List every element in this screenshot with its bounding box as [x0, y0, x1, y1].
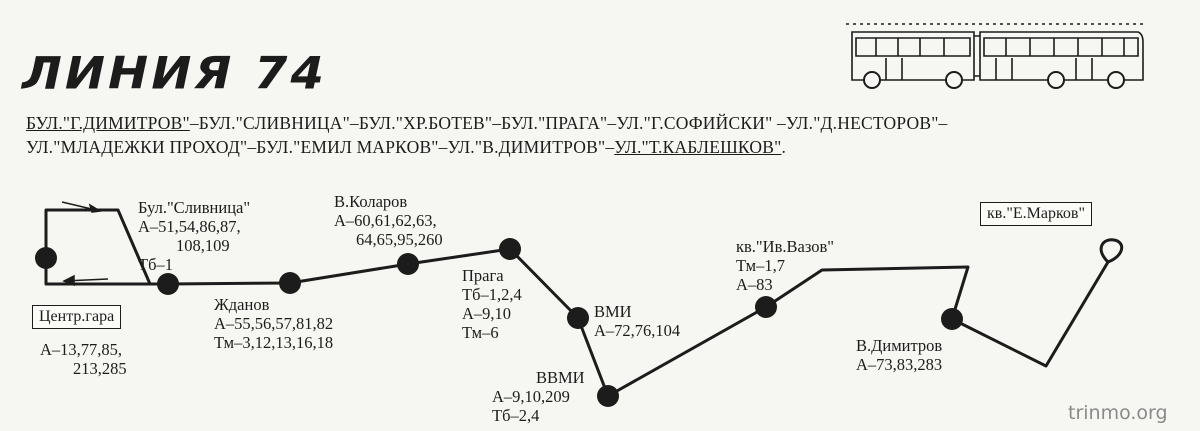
stop-label-vvmi: ВВМИ А–9,10,209 Тб–2,4 [492, 368, 585, 425]
transfer-line: Тм–3,12,13,16,18 [214, 333, 334, 352]
stop-marker-slivnitsa [157, 273, 179, 295]
route-street: . [781, 137, 787, 157]
terminal-end-box: кв."Е.Марков" [980, 202, 1093, 226]
stop-label-kolarov: В.Коларов А–60,61,62,63, 64,65,95,260 [334, 192, 443, 249]
transfer-line: А–51,54,86,87, [138, 217, 241, 236]
transfer-line: А–83 [736, 275, 773, 294]
transfer-line: Тм–1,7 [736, 256, 785, 275]
transfer-line: А–9,10 [462, 304, 512, 323]
route-line [166, 247, 1110, 398]
route-description-line-2: УЛ."МЛАДЕЖКИ ПРОХОД"–БУЛ."ЕМИЛ МАРКОВ"–У… [26, 137, 786, 158]
transfer-line: А–55,56,57,81,82 [214, 314, 334, 333]
transfer-line: Тб–1,2,4 [462, 285, 522, 304]
stop-marker-ivvazov [755, 296, 777, 318]
route-street: УЛ."Т.КАБЛЕШКОВ" [614, 137, 782, 157]
transfer-line: А–9,10,209 [492, 387, 570, 406]
terminal-start-transfers: А–13,77,85, 213,285 [40, 340, 127, 378]
stop-label-vdimitrov: В.Димитров А–73,83,283 [856, 336, 942, 374]
watermark: trinmo.org [1068, 402, 1168, 424]
transfer-line: А–13,77,85, [40, 340, 123, 359]
stop-name: В.Димитров [856, 336, 943, 355]
stop-label-zhdanov: Жданов А–55,56,57,81,82 Тм–3,12,13,16,18 [214, 295, 333, 352]
stop-marker-praga [499, 238, 521, 260]
stop-name: Прага [462, 266, 504, 285]
stop-label-praga: Прага Тб–1,2,4 А–9,10 Тм–6 [462, 266, 522, 342]
route-loop-end [1099, 238, 1124, 264]
transfer-line: А–73,83,283 [856, 355, 943, 374]
route-loop-start [44, 208, 152, 286]
stop-marker-zhdanov [279, 272, 301, 294]
transfer-line: 64,65,95,260 [356, 230, 443, 249]
stop-name: кв."Ив.Вазов" [736, 237, 835, 256]
stop-marker-centr-gara [35, 247, 57, 269]
stop-marker-vvmi [597, 385, 619, 407]
stop-name: В.Коларов [334, 192, 408, 211]
transfer-line: 108,109 [176, 236, 230, 255]
stop-marker-vmi [567, 307, 589, 329]
transfer-line: А–60,61,62,63, [334, 211, 437, 230]
stop-marker-vdimitrov [941, 308, 963, 330]
articulated-bus-icon [846, 23, 1146, 89]
route-description-line-1: БУЛ."Г.ДИМИТРОВ"–БУЛ."СЛИВНИЦА"–БУЛ."ХР.… [26, 113, 948, 134]
stop-label-ivvazov: кв."Ив.Вазов" Тм–1,7 А–83 [736, 237, 834, 294]
stop-marker-kolarov [397, 253, 419, 275]
route-street: –БУЛ."СЛИВНИЦА"–БУЛ."ХР.БОТЕВ"–БУЛ."ПРАГ… [189, 113, 948, 133]
stop-name: ВМИ [594, 302, 632, 321]
route-street: БУЛ."Г.ДИМИТРОВ" [26, 113, 190, 133]
transfer-line: А–72,76,104 [594, 321, 681, 340]
transfer-line: Тм–6 [462, 323, 499, 342]
terminal-start-box: Центр.гара [32, 305, 122, 329]
line-title: ЛИНИЯ 74 [22, 48, 327, 100]
transfer-line: 213,285 [73, 359, 127, 378]
stop-name: Жданов [214, 295, 270, 314]
stop-name: Бул."Сливница" [138, 198, 251, 217]
stop-label-vmi: ВМИ А–72,76,104 [594, 302, 680, 340]
transfer-line: Тб–2,4 [492, 406, 540, 425]
stop-label-slivnitsa: Бул."Сливница" А–51,54,86,87, 108,109 Тб… [138, 198, 250, 274]
route-street: УЛ."МЛАДЕЖКИ ПРОХОД"–БУЛ."ЕМИЛ МАРКОВ"–У… [26, 137, 615, 157]
transfer-line: Тб–1 [138, 255, 173, 274]
stop-name: ВВМИ [536, 368, 585, 387]
